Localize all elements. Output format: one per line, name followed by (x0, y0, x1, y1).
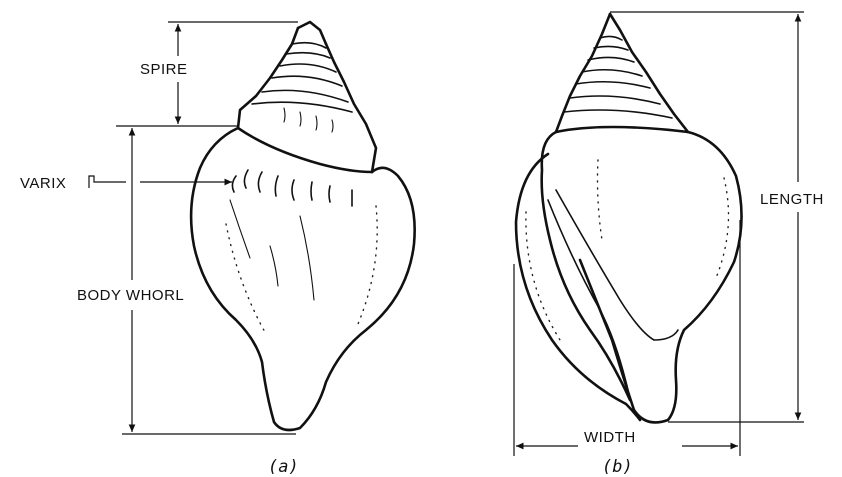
shell-b-spire (556, 14, 688, 132)
length-dimension (610, 12, 804, 422)
shell-a-body-whorl (191, 128, 415, 430)
shell-b-body (516, 132, 742, 422)
varix-pointer (89, 176, 232, 188)
length-label: LENGTH (760, 191, 824, 208)
shell-b (516, 14, 742, 422)
shell-a (191, 22, 415, 430)
body-whorl-dimension (122, 128, 296, 434)
width-dimension (514, 220, 740, 456)
spire-label: SPIRE (140, 61, 188, 78)
width-label: WIDTH (584, 429, 636, 446)
varix-label: VARIX (20, 175, 66, 192)
shell-a-spire (238, 22, 376, 172)
caption-b: (b) (602, 457, 633, 477)
body-whorl-label: BODY WHORL (77, 287, 184, 304)
caption-a: (a) (268, 457, 299, 477)
